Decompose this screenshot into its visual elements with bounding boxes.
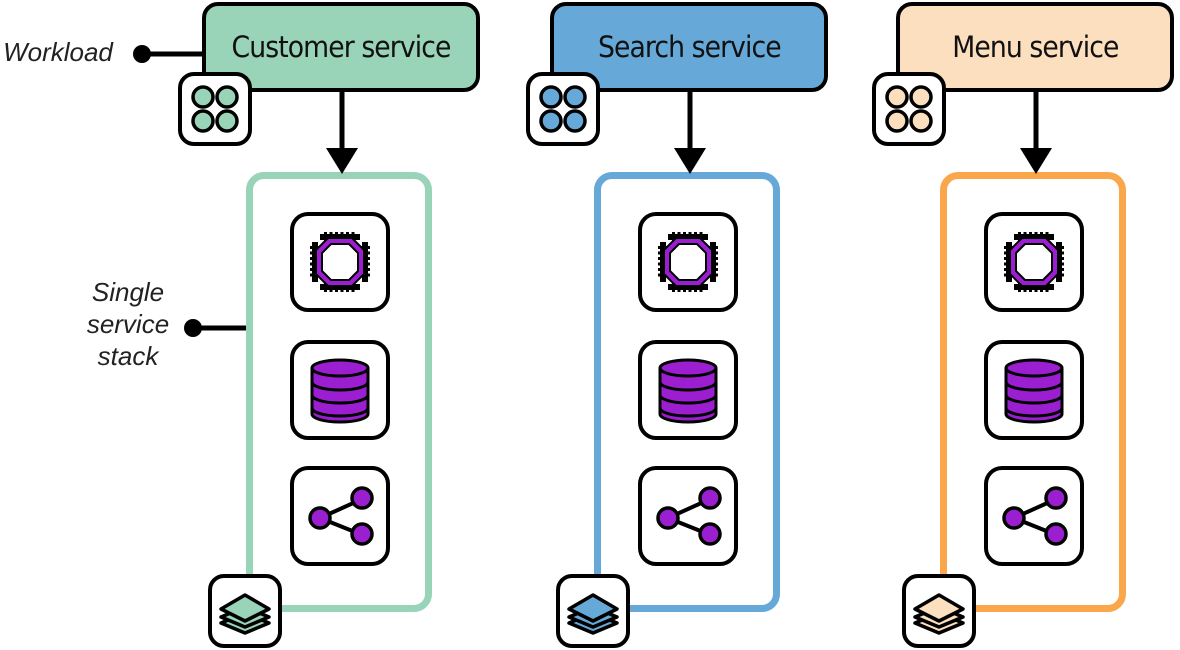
resource-tile-storage[interactable] (638, 340, 738, 440)
database-icon (994, 350, 1074, 430)
workload-badge (872, 72, 946, 146)
resource-tile-compute[interactable] (984, 212, 1084, 312)
cpu-chip-icon (648, 222, 728, 302)
stack-connector (182, 318, 252, 338)
resource-tile-compute[interactable] (638, 212, 738, 312)
layers-icon (565, 583, 621, 639)
service-title: Menu service (951, 30, 1119, 64)
stack-badge (556, 574, 630, 648)
workload-connector (132, 44, 206, 64)
down-arrow-icon (672, 92, 708, 174)
resource-tile-network[interactable] (984, 466, 1084, 566)
stack-badge (902, 574, 976, 648)
network-share-icon (648, 476, 728, 556)
stack-badge (208, 574, 282, 648)
cpu-chip-icon (300, 222, 380, 302)
service-title: Customer service (231, 30, 452, 64)
database-icon (648, 350, 728, 430)
stack-label: Single service stack (70, 276, 186, 372)
layers-icon (217, 583, 273, 639)
layers-icon (911, 583, 967, 639)
down-arrow-icon (324, 92, 360, 174)
workload-badge (526, 72, 600, 146)
stack-label-line2: service (86, 309, 170, 339)
resource-tile-storage[interactable] (290, 340, 390, 440)
workload-grid-icon (882, 82, 936, 136)
network-share-icon (994, 476, 1074, 556)
stack-label-line3: stack (97, 341, 159, 371)
service-title: Search service (597, 30, 782, 64)
workload-badge (178, 72, 252, 146)
down-arrow-icon (1018, 92, 1054, 174)
database-icon (300, 350, 380, 430)
resource-tile-network[interactable] (290, 466, 390, 566)
workload-grid-icon (536, 82, 590, 136)
service-box[interactable]: Menu service (896, 2, 1174, 92)
cpu-chip-icon (994, 222, 1074, 302)
service-box[interactable]: Search service (550, 2, 828, 92)
network-share-icon (300, 476, 380, 556)
resource-tile-network[interactable] (638, 466, 738, 566)
resource-tile-compute[interactable] (290, 212, 390, 312)
workload-label: Workload (3, 37, 113, 67)
workload-grid-icon (188, 82, 242, 136)
resource-tile-storage[interactable] (984, 340, 1084, 440)
stack-label-line1: Single (91, 277, 165, 307)
